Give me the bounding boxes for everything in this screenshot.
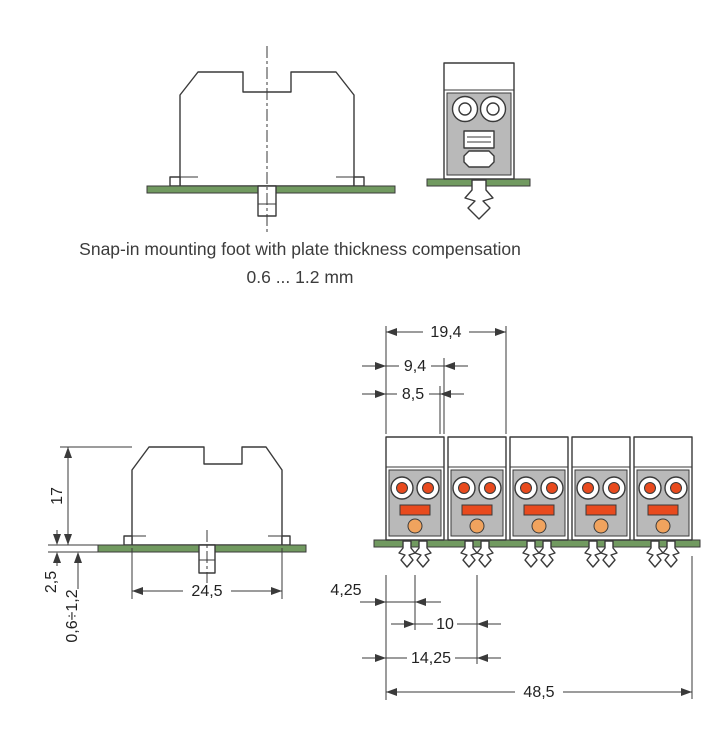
clamp-hook-left bbox=[169, 176, 181, 187]
module-2 bbox=[447, 436, 507, 541]
dimension-19-4: 19,4 bbox=[386, 324, 506, 341]
clamp-hook-right bbox=[281, 535, 291, 546]
dimension-10: 10 bbox=[391, 616, 501, 633]
clamp-hook-left bbox=[123, 535, 133, 546]
housing-profile bbox=[179, 71, 355, 187]
clamp-hook-right bbox=[353, 176, 365, 187]
caption-line2: 0.6 ... 1.2 mm bbox=[247, 267, 354, 287]
dimension-plate-thickness: 2,5 0,6÷1,2 bbox=[43, 530, 98, 643]
dim-label-2-5: 2,5 bbox=[43, 571, 60, 593]
dimensioned-side-view: 17 2,5 0,6÷1,2 24,5 bbox=[43, 446, 307, 643]
module-1 bbox=[385, 436, 445, 541]
caption-line1: Snap-in mounting foot with plate thickne… bbox=[79, 239, 521, 259]
housing-profile-small bbox=[131, 446, 283, 546]
dimension-9-4: 9,4 bbox=[362, 358, 468, 375]
module-3 bbox=[509, 436, 569, 541]
dimension-48-5: 48,5 bbox=[386, 684, 692, 701]
clamp-inner-left-front bbox=[458, 102, 472, 116]
front-view-snap-foot bbox=[426, 62, 531, 220]
module-4 bbox=[571, 436, 631, 541]
dim-label-4-25: 4,25 bbox=[330, 582, 361, 599]
dimension-8-5: 8,5 bbox=[362, 386, 464, 403]
dim-label-10: 10 bbox=[436, 616, 454, 633]
dimension-14-25: 14,25 bbox=[362, 650, 501, 667]
marker-field-front bbox=[463, 130, 495, 149]
module-5 bbox=[633, 436, 693, 541]
dim-label-9-4: 9,4 bbox=[404, 358, 426, 375]
actuation-opening-front bbox=[463, 150, 495, 168]
dim-label-14-25: 14,25 bbox=[411, 650, 451, 667]
dimensioned-front-view: 19,4 9,4 8,5 bbox=[330, 324, 701, 701]
dim-label-17: 17 bbox=[49, 487, 66, 505]
dim-label-24-5: 24,5 bbox=[191, 583, 222, 600]
dim-label-0-6-1-2: 0,6÷1,2 bbox=[64, 589, 81, 642]
dim-label-8-5: 8,5 bbox=[402, 386, 424, 403]
dimension-4-25: 4,25 bbox=[330, 582, 441, 606]
dim-label-48-5: 48,5 bbox=[523, 684, 554, 701]
dimension-height-17: 17 bbox=[48, 446, 132, 546]
dimension-width-24-5: 24,5 bbox=[131, 548, 283, 600]
terminal-strip bbox=[385, 436, 693, 541]
dim-label-19-4: 19,4 bbox=[430, 324, 461, 341]
clamp-inner-right-front bbox=[486, 102, 500, 116]
side-view-snap-foot bbox=[146, 46, 396, 232]
top-figure: Snap-in mounting foot with plate thickne… bbox=[79, 46, 531, 287]
